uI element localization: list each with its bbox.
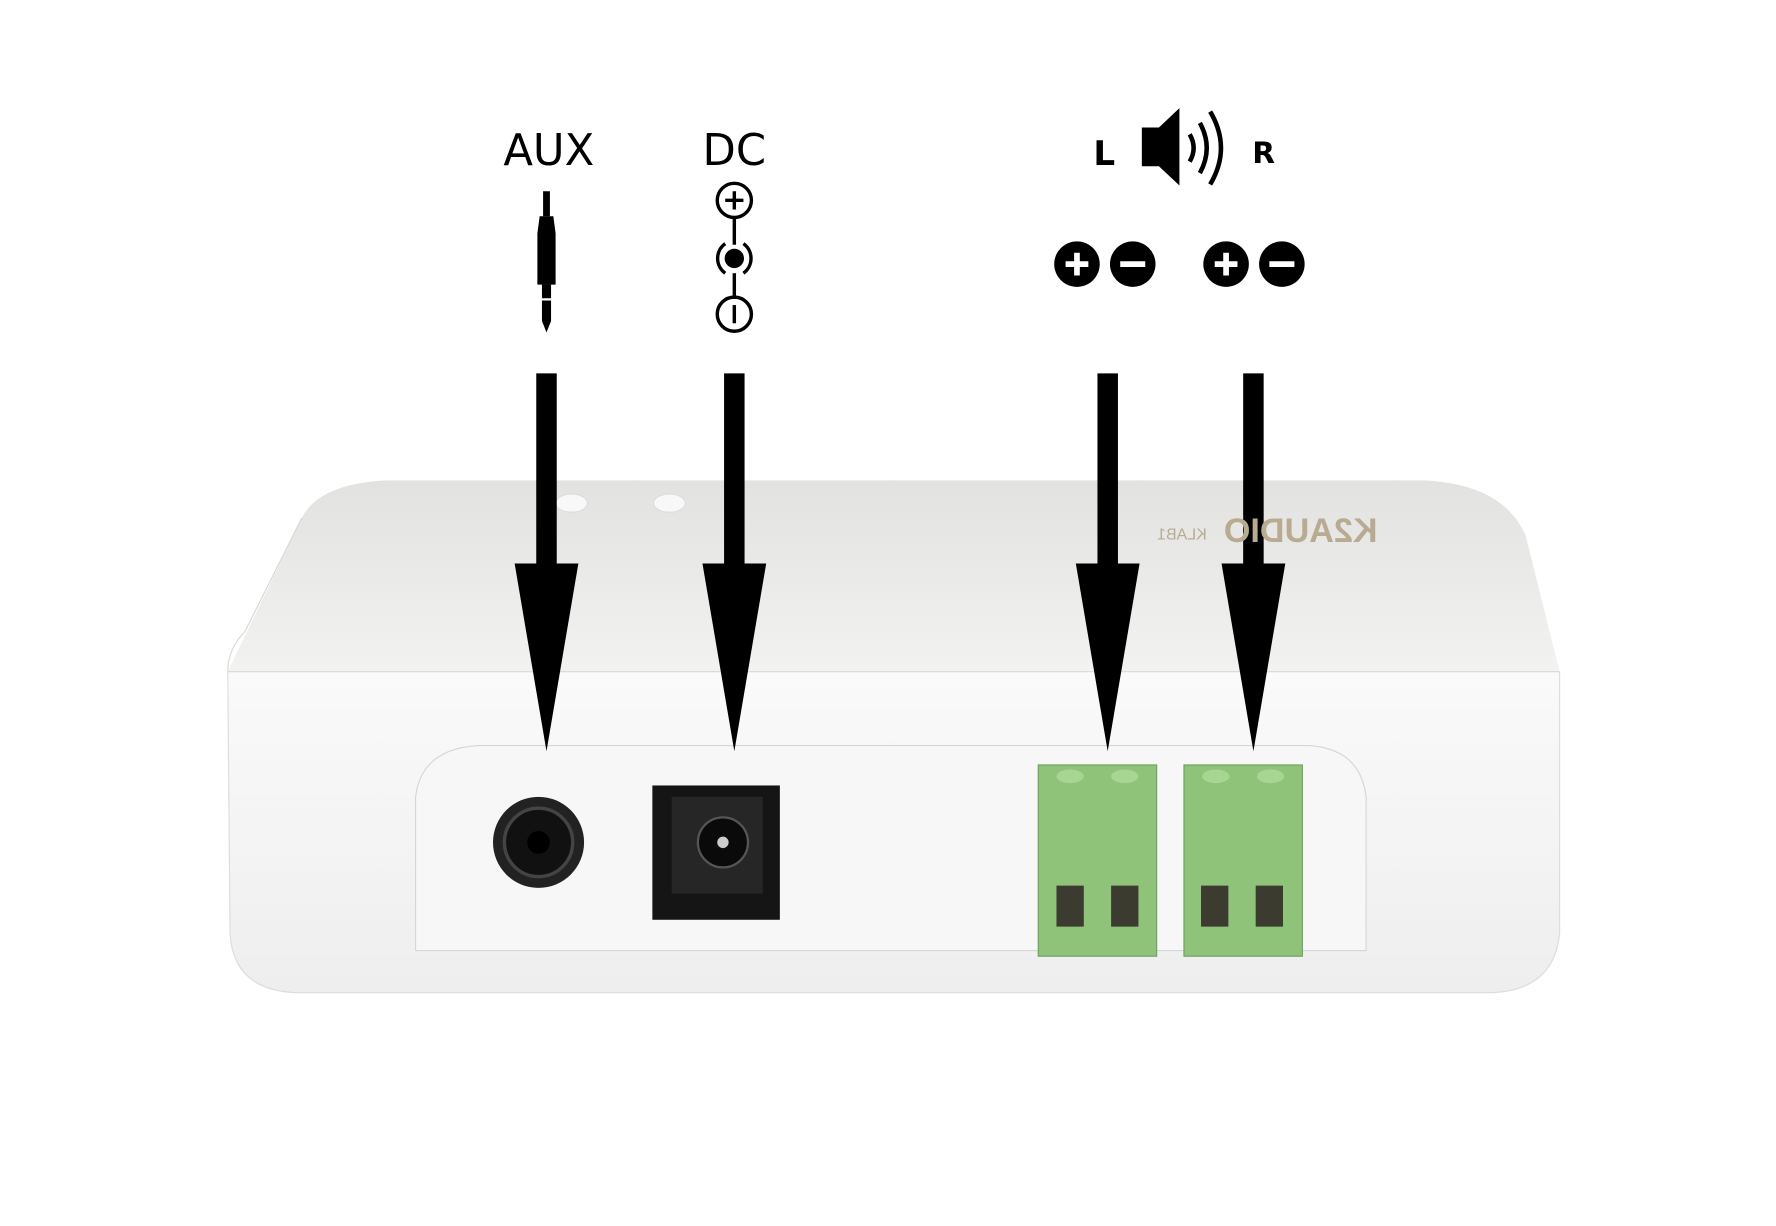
left-polarity-icons [1054,241,1156,287]
right-polarity-icons [1203,241,1305,287]
dc-label: DC [703,126,767,176]
speaker-terminal-right [1183,764,1303,957]
plus-circle-icon [1203,241,1249,287]
arrow-left-speaker [1075,373,1140,752]
speaker-volume-icon [1141,108,1224,186]
dc-port [652,785,780,920]
arrow-dc [702,373,767,752]
dc-polarity-icon [715,181,754,333]
minus-circle-icon [1259,241,1305,287]
minus-circle-icon [1109,241,1156,287]
brand-logo: K2AUDIO KLAB1 [1157,512,1377,550]
arrow-aux [514,373,579,752]
led-indicator [652,493,686,513]
audio-jack-plug-icon [537,191,556,333]
led-indicator [555,493,589,513]
aux-label: AUX [503,126,594,176]
left-label: L [1093,134,1115,174]
device-body [227,480,1561,994]
logo-subtext: KLAB1 [1157,527,1207,544]
arrow-right-speaker [1221,373,1286,752]
aux-port [492,796,585,888]
logo-text: K2AUDIO [1224,512,1378,550]
right-label: R [1252,136,1275,170]
speaker-terminal-left [1037,764,1158,957]
plus-circle-icon [1054,241,1100,287]
